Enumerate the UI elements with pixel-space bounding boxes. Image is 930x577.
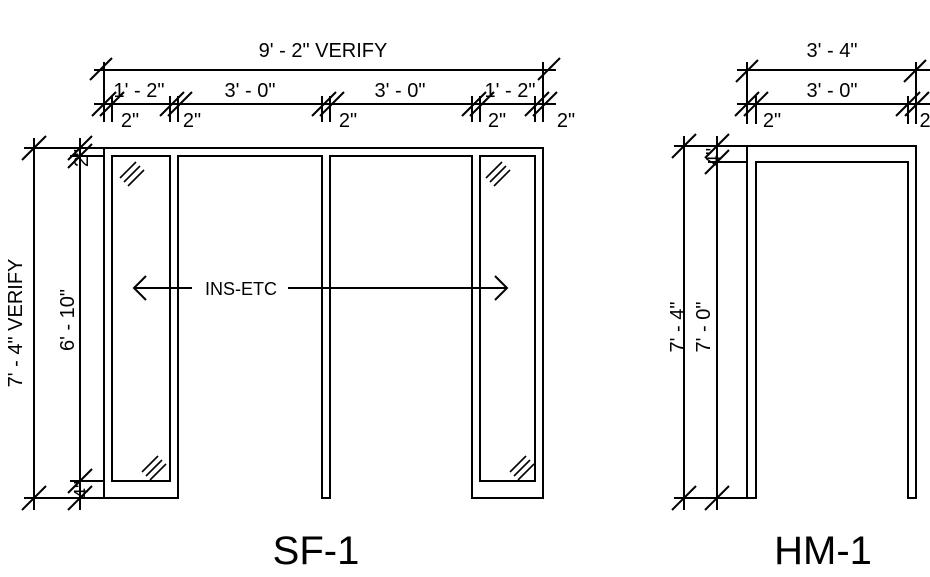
sf1-ins-etc-note: INS-ETC — [132, 275, 509, 301]
hm1-jamb-right: 2 — [919, 110, 930, 132]
hm1-elevation: 3' - 4" 3' - 0" 2" 2 7' - 4" — [667, 40, 930, 573]
sf1-left-sidelite-glass — [111, 155, 171, 482]
sf1-tag: SF-1 — [273, 529, 360, 573]
sf1-overall-height-dim: 7' - 4" VERIFY — [5, 135, 104, 511]
hm1-frame-outline — [746, 145, 917, 499]
sf1-right-sidelite-glass — [479, 155, 536, 482]
sf1-frame-outline — [103, 147, 544, 499]
sf1-glass-height-text: 6' - 10" — [57, 289, 79, 351]
hm1-head-text: 4" — [703, 148, 725, 166]
sf1-segment-3: 3' - 0" — [375, 80, 426, 102]
sf1-mullion-3: 2" — [339, 110, 357, 132]
sf1-mullion-5: 2" — [557, 110, 575, 132]
sf1-glass-height-dim: 6' - 10" 2" 4" — [57, 135, 104, 511]
hm1-overall-width-text: 3' - 4" — [807, 40, 858, 62]
sf1-segment-2: 3' - 0" — [225, 80, 276, 102]
sf1-mullion-2: 2" — [183, 110, 201, 132]
hm1-overall-height-dim: 7' - 4" — [667, 133, 747, 511]
hm1-opening-height-text: 7' - 0" — [693, 302, 715, 353]
hm1-overall-height-text: 7' - 4" — [667, 302, 689, 353]
sf1-segment-dims: 1' - 2" 3' - 0" 3' - 0" 1' - 2" 2" 2" 2"… — [91, 80, 575, 132]
hm1-opening-width-text: 3' - 0" — [807, 80, 858, 102]
hm1-tag: HM-1 — [774, 529, 872, 573]
sf1-mullion-4: 2" — [488, 110, 506, 132]
sf1-head-text: 2" — [71, 149, 93, 167]
sf1-overall-height-text: 7' - 4" VERIFY — [5, 259, 27, 388]
sf1-segment-4: 1' - 2" — [485, 80, 536, 102]
sf1-overall-width-text: 9' - 2" VERIFY — [259, 40, 388, 62]
sf1-overall-width-dim: 9' - 2" VERIFY — [89, 40, 561, 122]
hm1-jamb-left: 2" — [763, 110, 781, 132]
sf1-sill-text: 4" — [71, 481, 93, 499]
hm1-opening-height-dim: 7' - 0" 4" — [693, 133, 747, 511]
sf1-glass-hatch — [119, 161, 535, 481]
sf1-note-text: INS-ETC — [205, 279, 277, 299]
sf1-mullion-1: 2" — [121, 110, 139, 132]
sf1-segment-1: 1' - 2" — [114, 80, 165, 102]
hm1-opening-width-dim: 3' - 0" 2" 2 — [734, 80, 930, 132]
sf1-elevation: INS-ETC 9' - 2" VERIFY — [5, 40, 575, 573]
